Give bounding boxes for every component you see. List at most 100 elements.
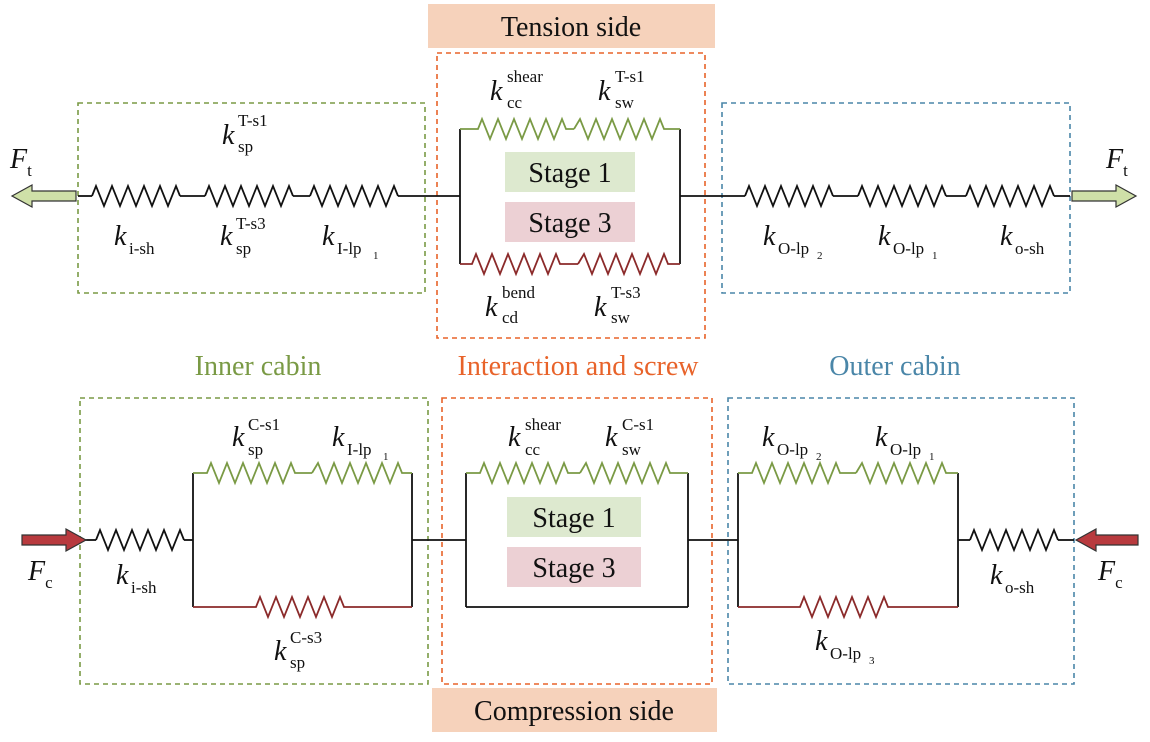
svg-text:k: k [990, 560, 1003, 591]
tension-outer-box [721, 102, 1071, 294]
svg-text:shear: shear [525, 415, 561, 434]
outer-cabin-label: Outer cabin [829, 351, 960, 382]
svg-text:o-sh: o-sh [1005, 578, 1035, 597]
spring-c-olp1 [855, 460, 958, 486]
svg-text:k: k [878, 221, 891, 252]
label-t-olp1: k O-lp 1 [878, 221, 938, 262]
svg-text:1: 1 [383, 451, 389, 463]
spring-c-ish [95, 527, 185, 553]
svg-text:cc: cc [507, 93, 523, 112]
spring-c-cc-shear [466, 460, 580, 486]
svg-text:sw: sw [622, 440, 642, 459]
spring-c-osh [969, 527, 1059, 553]
svg-text:T-s1: T-s1 [238, 111, 268, 130]
c-stage1-box [507, 497, 641, 537]
fc-right-arrow [1074, 527, 1139, 553]
svg-text:i-sh: i-sh [129, 239, 155, 258]
svg-text:sp: sp [248, 440, 263, 459]
svg-text:i-sh: i-sh [131, 578, 157, 597]
label-c-olp3: k O-lp 3 [815, 626, 875, 667]
svg-text:1: 1 [929, 451, 935, 463]
svg-text:k: k [220, 221, 233, 252]
svg-text:k: k [1000, 221, 1013, 252]
label-c-sw-s1: k C-s1 sw [605, 415, 654, 459]
t-stage3-label: Stage 3 [528, 208, 611, 239]
label-t-sw-s1: k T-s1 sw [598, 67, 645, 112]
spring-c-sp-s3 [193, 594, 412, 620]
c-stage3-label: Stage 3 [532, 553, 615, 584]
label-c-ish: k i-sh [116, 560, 157, 597]
svg-text:k: k [274, 636, 287, 667]
spring-t-sp-s3 [204, 183, 294, 209]
ft-left-label: Ft [9, 144, 32, 180]
fc-left-label: Fc [27, 556, 53, 592]
spring-t-olp1 [857, 183, 947, 209]
label-t-cd-bend: k bend cd [485, 283, 536, 327]
label-t-olp2: k O-lp 2 [763, 221, 823, 262]
svg-text:sp: sp [236, 239, 251, 258]
svg-text:O-lp: O-lp [890, 440, 921, 459]
t-stage1-box [505, 152, 635, 192]
compression-outer-box [727, 397, 1075, 685]
svg-text:sp: sp [290, 653, 305, 672]
svg-text:1: 1 [373, 250, 379, 262]
label-c-osh: k o-sh [990, 560, 1035, 597]
svg-text:3: 3 [869, 655, 875, 667]
label-c-sp-s1: k C-s1 sp [232, 415, 280, 459]
label-t-sp-s3: k T-s3 sp [220, 214, 266, 258]
spring-t-ilp1 [309, 183, 399, 209]
svg-text:cd: cd [502, 308, 519, 327]
label-c-sp-s3: k C-s3 sp [274, 628, 322, 672]
svg-text:k: k [490, 76, 503, 107]
label-t-sp-s1: k T-s1 sp [222, 111, 268, 156]
svg-text:O-lp: O-lp [778, 239, 809, 258]
spring-t-sw-s3 [577, 251, 680, 277]
svg-text:k: k [815, 626, 828, 657]
fc-left-arrow [21, 527, 88, 553]
svg-text:cc: cc [525, 440, 541, 459]
svg-text:C-s1: C-s1 [248, 415, 280, 434]
ft-right-arrow [1071, 183, 1138, 209]
label-t-cc-shear: k shear cc [490, 67, 543, 112]
label-c-olp2: k O-lp 2 [762, 422, 822, 463]
svg-text:T-s3: T-s3 [236, 214, 266, 233]
svg-text:sp: sp [238, 137, 253, 156]
spring-c-ilp1 [311, 460, 412, 486]
spring-t-ish [91, 183, 181, 209]
svg-text:k: k [116, 560, 129, 591]
svg-text:I-lp: I-lp [347, 440, 372, 459]
svg-text:2: 2 [817, 250, 823, 262]
svg-text:k: k [485, 292, 498, 323]
t-stage3-box [505, 202, 635, 242]
c-stage3-box [507, 547, 641, 587]
svg-text:sw: sw [611, 308, 631, 327]
svg-text:C-s3: C-s3 [290, 628, 322, 647]
svg-text:O-lp: O-lp [777, 440, 808, 459]
spring-t-cd-bend [460, 251, 578, 277]
svg-text:T-s1: T-s1 [615, 67, 645, 86]
c-stage1-label: Stage 1 [532, 503, 615, 534]
compression-header: Compression side [474, 696, 674, 727]
svg-text:k: k [875, 422, 888, 453]
label-c-olp1: k O-lp 1 [875, 422, 935, 463]
svg-text:k: k [508, 422, 521, 453]
ft-left-arrow [10, 183, 77, 209]
compression-header-box [432, 688, 717, 732]
svg-text:O-lp: O-lp [893, 239, 924, 258]
tension-inner-box [77, 102, 426, 294]
spring-t-olp2 [744, 183, 834, 209]
fc-right-label: Fc [1097, 556, 1123, 592]
svg-text:C-s1: C-s1 [622, 415, 654, 434]
spring-c-sw-s1 [579, 460, 688, 486]
svg-text:O-lp: O-lp [830, 644, 861, 663]
spring-t-osh [965, 183, 1055, 209]
svg-text:k: k [114, 221, 127, 252]
compression-interaction-box [441, 397, 713, 685]
svg-text:o-sh: o-sh [1015, 239, 1045, 258]
svg-text:k: k [594, 292, 607, 323]
svg-text:k: k [763, 221, 776, 252]
label-c-ilp1: k I-lp 1 [332, 422, 389, 463]
label-t-ilp1: k I-lp 1 [322, 221, 379, 262]
svg-text:k: k [322, 221, 335, 252]
label-t-ish: k i-sh [114, 221, 155, 258]
